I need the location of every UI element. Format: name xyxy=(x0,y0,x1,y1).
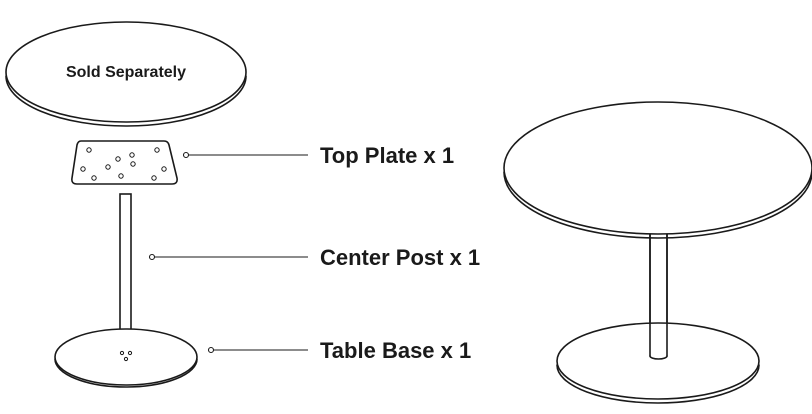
sold-separately-label: Sold Separately xyxy=(66,64,186,81)
leader-table-base xyxy=(207,346,308,354)
table-base-label: Table Base x 1 xyxy=(320,338,471,363)
leader-center-post xyxy=(148,253,308,261)
top-plate xyxy=(71,140,178,185)
table-base xyxy=(54,328,198,388)
top-plate-label: Top Plate x 1 xyxy=(320,143,454,168)
center-post-label: Center Post x 1 xyxy=(320,245,480,270)
center-post xyxy=(119,193,132,337)
tabletop-sold-separately: Sold Separately xyxy=(5,21,247,127)
leader-top-plate xyxy=(182,151,308,159)
assembled-table xyxy=(503,101,812,404)
